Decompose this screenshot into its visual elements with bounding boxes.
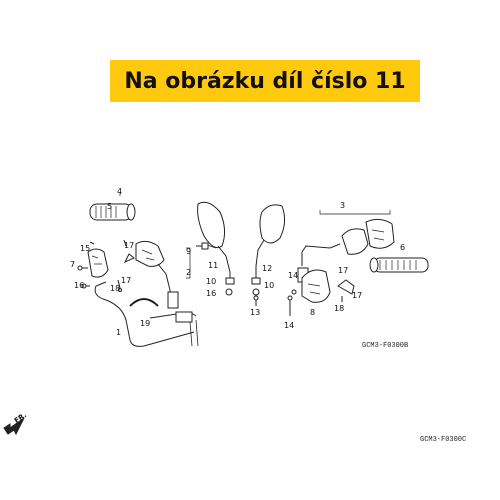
part-label: 15: [80, 244, 90, 253]
part-label: 17: [352, 291, 362, 300]
part-label: 17: [338, 266, 348, 275]
banner-text: Na obrázku díl číslo 11: [124, 68, 406, 94]
part-label: 18: [334, 304, 344, 313]
right-grip: [369, 257, 429, 273]
part-label: 17: [121, 276, 131, 285]
right-switch-housing: [297, 218, 395, 283]
front-direction-arrow: [3, 417, 25, 436]
part-label: 2: [186, 268, 191, 277]
part-label: 4: [117, 187, 122, 196]
right-lower-housing: [291, 269, 355, 303]
part-label: 1: [116, 328, 121, 337]
part-label: 8: [310, 308, 315, 317]
part-label: 3: [340, 201, 345, 210]
part-label: 16: [74, 281, 84, 290]
part-number-banner: Na obrázku díl číslo 11: [110, 60, 420, 102]
part-label: 10: [264, 281, 274, 290]
part-label: 18: [110, 284, 120, 293]
bracket-19: [129, 298, 159, 307]
part-label: 5: [107, 202, 112, 211]
part-label: 14: [284, 321, 294, 330]
part-label: 12: [262, 264, 272, 273]
part-label: 10: [206, 277, 216, 286]
part-labels: 4 5 15 17 7 17 16 18 2 19 1 9 11 10 16 1…: [70, 187, 405, 337]
small-fasteners: [77, 239, 343, 316]
diagram-code-outer: GCM3-F0300C: [420, 436, 467, 444]
diagram-code-inner: GCM3-F0300B: [362, 342, 409, 350]
part-label: 9: [186, 247, 191, 256]
part-label: 7: [70, 260, 75, 269]
part-label: 19: [140, 319, 150, 328]
part-label: 14: [288, 271, 298, 280]
part-label: 16: [206, 289, 216, 298]
part-label: 6: [400, 243, 405, 252]
left-grip: [89, 203, 136, 221]
leader-lines: [119, 192, 391, 279]
left-mirror: [197, 201, 235, 296]
part-label: 11: [208, 261, 218, 270]
part-label: 17: [124, 241, 134, 250]
left-cable: [94, 281, 199, 347]
right-mirror: [251, 204, 286, 296]
part-label: 13: [250, 308, 260, 317]
left-switch-housing: [87, 240, 179, 309]
